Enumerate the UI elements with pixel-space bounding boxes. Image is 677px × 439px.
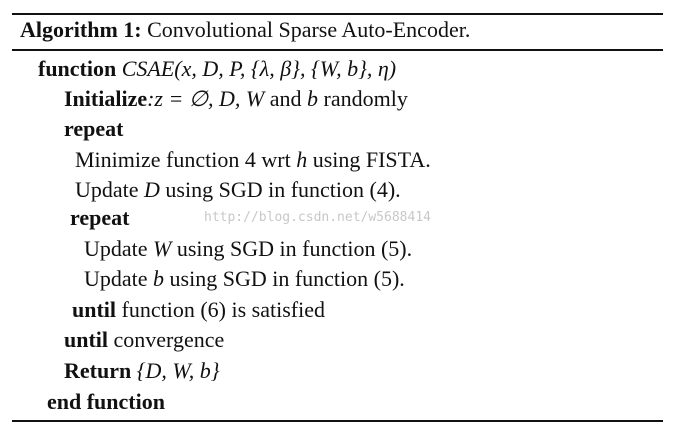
- keyword-repeat: repeat: [70, 205, 130, 230]
- update-text-end: using SGD in function (4).: [159, 177, 401, 202]
- algorithm-title: Convolutional Sparse Auto-Encoder.: [147, 17, 471, 42]
- line-return: Return {D, W, b}: [64, 357, 220, 385]
- until-text: convergence: [108, 327, 225, 352]
- line-initialize: Initialize:z = ∅, D, W and b randomly: [64, 85, 408, 113]
- caption-rule: [12, 49, 663, 51]
- update-var: b: [153, 266, 165, 291]
- algorithm-caption: Algorithm 1: Convolutional Sparse Auto-E…: [20, 17, 470, 43]
- line-repeat-outer: repeat: [64, 115, 123, 143]
- keyword-repeat: repeat: [64, 116, 124, 141]
- line-repeat-inner: repeat: [70, 204, 129, 232]
- return-value: {D, W, b}: [131, 358, 220, 383]
- init-var: b: [307, 86, 318, 111]
- update-text: Update: [84, 236, 154, 261]
- keyword-return: Return: [64, 358, 132, 383]
- keyword-until: until: [72, 297, 117, 322]
- update-text: Update: [75, 177, 145, 202]
- init-text: and: [264, 86, 307, 111]
- line-until-outer: until convergence: [64, 326, 224, 354]
- line-until-inner: until function (6) is satisfied: [72, 296, 325, 324]
- line-update-w: Update W using SGD in function (5).: [84, 235, 412, 263]
- line-update-b: Update b using SGD in function (5).: [84, 265, 405, 293]
- line-function: function CSAE(x, D, P, {λ, β}, {W, b}, η…: [38, 55, 396, 83]
- minimize-text-end: using FISTA.: [307, 147, 431, 172]
- watermark: http://blog.csdn.net/w5688414: [204, 210, 431, 225]
- keyword-end-function: end function: [47, 389, 165, 414]
- update-var: D: [144, 177, 160, 202]
- until-text: function (6) is satisfied: [116, 297, 325, 322]
- line-update-d: Update D using SGD in function (4).: [75, 176, 401, 204]
- minimize-text: Minimize function 4 wrt: [75, 147, 297, 172]
- init-math: :z = ∅, D, W: [147, 86, 265, 111]
- minimize-var: h: [296, 147, 308, 172]
- update-text-end: using SGD in function (5).: [164, 266, 405, 291]
- function-signature: CSAE(x, D, P, {λ, β}, {W, b}, η): [121, 56, 397, 81]
- top-rule: [12, 13, 663, 15]
- update-text-end: using SGD in function (5).: [171, 236, 413, 261]
- bottom-rule: [12, 420, 663, 422]
- init-text-end: randomly: [318, 86, 408, 111]
- algorithm-label: Algorithm 1:: [20, 17, 142, 42]
- line-minimize: Minimize function 4 wrt h using FISTA.: [75, 146, 431, 174]
- keyword-until: until: [64, 327, 109, 352]
- keyword-function: function: [38, 56, 117, 81]
- keyword-initialize: Initialize: [64, 86, 148, 111]
- update-var: W: [153, 236, 172, 261]
- update-text: Update: [84, 266, 154, 291]
- line-end-function: end function: [47, 388, 165, 416]
